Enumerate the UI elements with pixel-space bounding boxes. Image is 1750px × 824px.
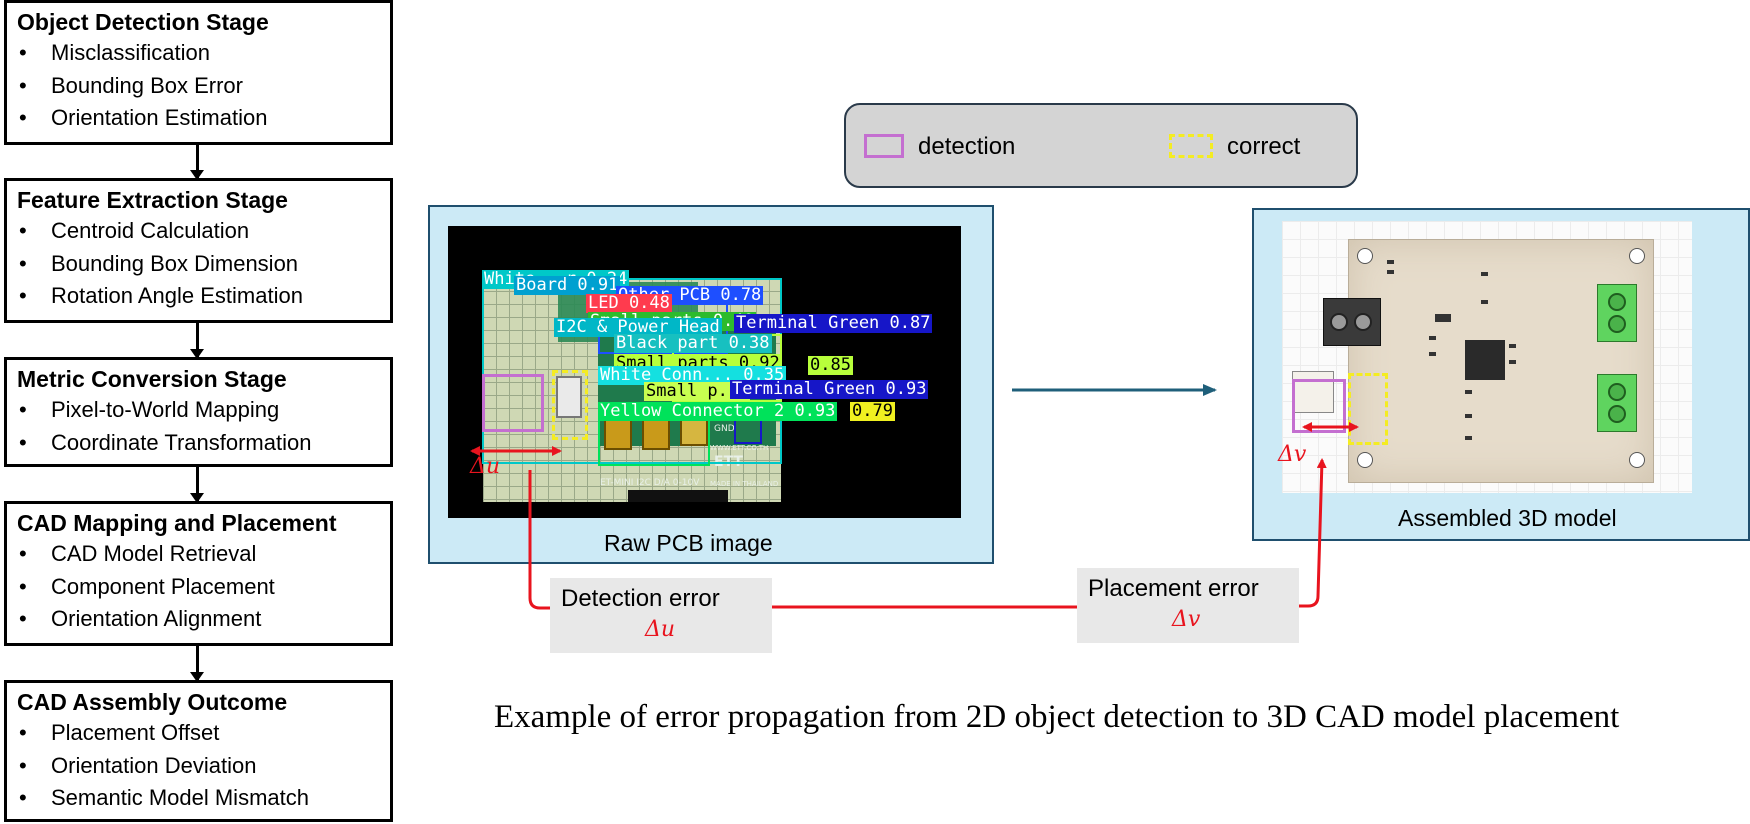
stage-item: Bounding Box Error bbox=[17, 70, 380, 103]
legend-detection-label: detection bbox=[918, 133, 1016, 160]
smd-part bbox=[1429, 336, 1436, 340]
correct-box-yellow bbox=[552, 370, 588, 440]
stage-object-detection: Object Detection Stage Misclassification… bbox=[4, 0, 393, 145]
mount-hole bbox=[1629, 248, 1645, 264]
smd-part bbox=[1387, 270, 1394, 274]
mount-hole bbox=[1357, 248, 1373, 264]
pcb-silk-text: WWW.ETT.CO.TH bbox=[710, 444, 769, 452]
model-caption: Assembled 3D model bbox=[1398, 505, 1617, 531]
legend-correct-label: correct bbox=[1227, 133, 1301, 160]
stage-connector-arrow bbox=[190, 646, 204, 682]
error-propagation-arrow bbox=[1299, 458, 1327, 608]
screw-icon bbox=[1608, 293, 1626, 311]
detection-box-magenta bbox=[482, 374, 544, 432]
smd-part bbox=[1429, 352, 1436, 356]
delta-v-label: Δv bbox=[1278, 442, 1307, 467]
smd-part bbox=[1387, 260, 1394, 264]
stage-connector-arrow bbox=[190, 323, 204, 359]
placement-error-symbol: Δv bbox=[1172, 607, 1201, 632]
pcb-silk-text: GND bbox=[714, 424, 735, 434]
mount-hole bbox=[1629, 452, 1645, 468]
stage-title: CAD Assembly Outcome bbox=[17, 689, 288, 715]
detection-error-symbol: Δu bbox=[645, 617, 676, 642]
screw-icon bbox=[1330, 313, 1348, 331]
stage-item: Orientation Alignment bbox=[17, 603, 380, 636]
stage-item: Semantic Model Mismatch bbox=[17, 782, 380, 815]
stage-title: Feature Extraction Stage bbox=[17, 187, 288, 213]
stage-item: Orientation Estimation bbox=[17, 102, 380, 135]
detector-label: Small p... bbox=[644, 381, 751, 401]
stage-connector-arrow bbox=[190, 145, 204, 180]
ic-chip bbox=[1465, 340, 1505, 380]
stage-metric-conversion: Metric Conversion Stage Pixel-to-World M… bbox=[4, 357, 393, 467]
smd-part bbox=[1509, 344, 1516, 348]
pcb-silk-text: MADE IN THAILAND bbox=[710, 480, 779, 488]
correct-box-yellow bbox=[1348, 373, 1388, 445]
green-terminal-block bbox=[1597, 284, 1637, 342]
placement-error-label: Placement error bbox=[1088, 575, 1259, 602]
screw-icon bbox=[1608, 405, 1626, 423]
pcb-black-strip bbox=[628, 490, 728, 502]
detection-error-label: Detection error bbox=[561, 585, 720, 612]
stage-item: Rotation Angle Estimation bbox=[17, 280, 380, 313]
stage-cad-mapping: CAD Mapping and Placement CAD Model Retr… bbox=[4, 501, 393, 646]
stage-item: Misclassification bbox=[17, 37, 380, 70]
stage-item: Coordinate Transformation bbox=[17, 427, 380, 460]
screw-icon bbox=[1608, 315, 1626, 333]
stage-item: Pixel-to-World Mapping bbox=[17, 394, 380, 427]
screw-icon bbox=[1354, 313, 1372, 331]
detector-label: Terminal Green 0.87 bbox=[734, 313, 933, 333]
stage-title: Object Detection Stage bbox=[17, 9, 269, 35]
stage-item: Placement Offset bbox=[17, 717, 380, 750]
stage-title: CAD Mapping and Placement bbox=[17, 510, 337, 536]
mount-hole bbox=[1357, 452, 1373, 468]
pcb-silk-text: ET-MINI I2C D/A 0-10V bbox=[600, 478, 700, 488]
detector-label: Terminal Green 0.93 bbox=[730, 379, 929, 399]
detector-label: 0.85 bbox=[808, 355, 853, 375]
smd-part bbox=[1481, 272, 1488, 276]
smd-part bbox=[1435, 314, 1451, 322]
detector-label: LED 0.48 bbox=[586, 293, 672, 313]
smd-part bbox=[1465, 414, 1472, 418]
green-terminal-block bbox=[1597, 374, 1637, 432]
legend-detection-swatch bbox=[864, 134, 904, 158]
assembled-3d-model-view bbox=[1282, 221, 1692, 493]
error-propagation-line bbox=[528, 470, 550, 610]
pcb-white-connector bbox=[556, 376, 582, 418]
stage-item: Bounding Box Dimension bbox=[17, 248, 380, 281]
stage-item: Orientation Deviation bbox=[17, 750, 380, 783]
stage-feature-extraction: Feature Extraction Stage Centroid Calcul… bbox=[4, 178, 393, 323]
legend-correct-swatch bbox=[1169, 134, 1213, 158]
black-terminal-block bbox=[1323, 298, 1381, 346]
placement-error-box bbox=[1077, 568, 1299, 643]
smd-part bbox=[1481, 300, 1488, 304]
raw-pcb-image: ET-MINI I2C D/A 0-10V ETT MADE IN THAILA… bbox=[448, 226, 961, 518]
smd-part bbox=[1509, 360, 1516, 364]
detector-label: Board 0.91 bbox=[514, 275, 621, 295]
detector-label: Yellow Connector 2 0.93 bbox=[598, 401, 838, 421]
figure-caption: Example of error propagation from 2D obj… bbox=[494, 699, 1620, 735]
stage-item: CAD Model Retrieval bbox=[17, 538, 380, 571]
model-pcb-board bbox=[1323, 239, 1654, 483]
white-connector-model bbox=[1292, 371, 1334, 413]
stage-cad-assembly-outcome: CAD Assembly Outcome Placement Offset Or… bbox=[4, 680, 393, 822]
stage-title: Metric Conversion Stage bbox=[17, 366, 287, 392]
legend: detection correct bbox=[844, 103, 1358, 188]
detector-label: 0.79 bbox=[850, 401, 895, 421]
detector-label: I2C & Power Head bbox=[554, 317, 722, 337]
stage-item: Centroid Calculation bbox=[17, 215, 380, 248]
stage-connector-arrow bbox=[190, 467, 204, 503]
stage-item: Component Placement bbox=[17, 571, 380, 604]
detector-label: Black part 0.38 bbox=[614, 333, 772, 353]
raw-pcb-caption: Raw PCB image bbox=[604, 530, 773, 556]
smd-part bbox=[1465, 390, 1472, 394]
detection-error-box bbox=[550, 578, 772, 653]
smd-part bbox=[1465, 436, 1472, 440]
delta-u-label: Δu bbox=[470, 454, 501, 479]
screw-icon bbox=[1608, 383, 1626, 401]
